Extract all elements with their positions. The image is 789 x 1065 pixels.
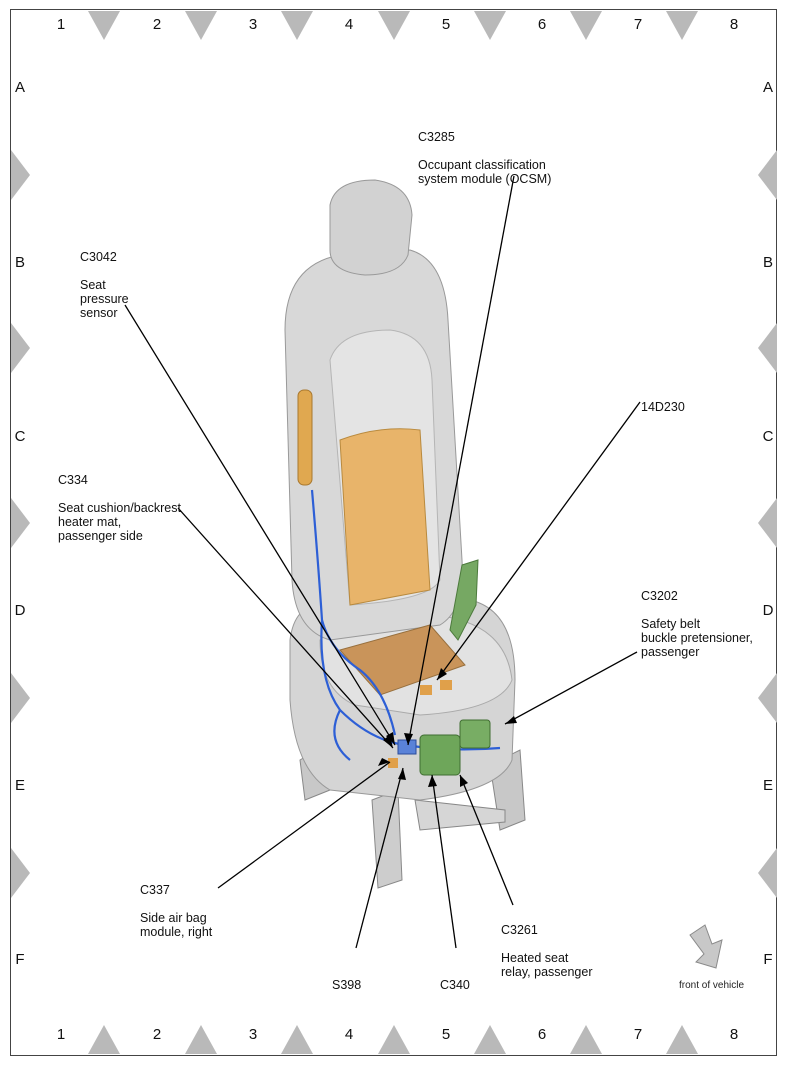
- callout-c3285: C3285 Occupant classification system mod…: [418, 116, 551, 200]
- leader-arrowheads: [378, 668, 517, 787]
- row-label: A: [14, 79, 25, 96]
- front-of-vehicle-arrow-icon: [689, 924, 723, 969]
- column-label: 2: [152, 16, 162, 33]
- column-label: 6: [537, 1026, 547, 1043]
- callout-code: S398: [332, 978, 362, 992]
- orange-connector-1: [388, 758, 398, 768]
- callout-c3261: C3261 Heated seat relay, passenger: [501, 909, 593, 993]
- seat-crossbar: [414, 799, 506, 831]
- column-label: 1: [56, 1026, 66, 1043]
- column-label: 8: [729, 16, 739, 33]
- column-label: 8: [729, 1026, 739, 1043]
- row-label: F: [763, 951, 773, 968]
- column-label: 5: [441, 16, 451, 33]
- leader-lines: [124, 175, 641, 949]
- callout-code: C3202: [641, 589, 678, 603]
- row-label: F: [15, 951, 25, 968]
- callout-c340: C340: [440, 964, 470, 1006]
- callout-description: Occupant classification system module (O…: [418, 158, 552, 186]
- callout-c3042: C3042 Seat pressure sensor: [80, 236, 129, 334]
- row-label: C: [14, 428, 26, 445]
- callout-code: C334: [58, 473, 88, 487]
- seat-leg-front: [371, 789, 403, 889]
- callout-description: Heated seat relay, passenger: [501, 951, 593, 979]
- row-label: D: [14, 602, 26, 619]
- callout-description: Side air bag module, right: [140, 911, 213, 939]
- top-grid-markers: [88, 11, 698, 40]
- safety-belt-buckle: [449, 559, 479, 641]
- row-label: A: [762, 79, 773, 96]
- row-label: D: [762, 602, 774, 619]
- right-grid-markers: [758, 150, 777, 898]
- callout-c334: C334 Seat cushion/backrest heater mat, p…: [58, 459, 181, 557]
- row-label: C: [762, 428, 774, 445]
- seat-headrest: [329, 179, 413, 276]
- left-grid-markers: [11, 150, 30, 898]
- row-label: E: [14, 777, 25, 794]
- orange-connector-3: [440, 680, 452, 690]
- column-label: 7: [633, 1026, 643, 1043]
- column-label: 4: [344, 1026, 354, 1043]
- callout-code: C3261: [501, 923, 538, 937]
- row-label: B: [14, 254, 25, 271]
- callout-code: C3285: [418, 130, 455, 144]
- column-label: 7: [633, 16, 643, 33]
- callout-description: Seat pressure sensor: [80, 278, 129, 320]
- callout-code: C337: [140, 883, 170, 897]
- callout-c337: C337 Side air bag module, right: [140, 869, 212, 953]
- column-label: 1: [56, 16, 66, 33]
- callout-description: Safety belt buckle pretensioner, passeng…: [641, 617, 753, 659]
- column-label: 5: [441, 1026, 451, 1043]
- callout-14d230: 14D230: [641, 386, 685, 428]
- callout-code: 14D230: [641, 400, 685, 414]
- row-label: E: [762, 777, 773, 794]
- column-label: 3: [248, 1026, 258, 1043]
- callout-code: C340: [440, 978, 470, 992]
- relay-block: [459, 719, 491, 749]
- heater-mat-backrest: [339, 428, 431, 606]
- connector-cluster: [419, 734, 461, 776]
- row-label: B: [762, 254, 773, 271]
- column-label: 3: [248, 16, 258, 33]
- front-of-vehicle-label: front of vehicle: [679, 980, 745, 991]
- heater-mat-cushion: [339, 624, 466, 696]
- column-label: 4: [344, 16, 354, 33]
- orange-connector-2: [420, 685, 432, 695]
- callout-code: C3042: [80, 250, 117, 264]
- side-air-bag: [297, 389, 313, 486]
- column-label: 6: [537, 16, 547, 33]
- ocsm-connector: [397, 739, 417, 755]
- callout-c3202: C3202 Safety belt buckle pretensioner, p…: [641, 575, 753, 673]
- column-label: 2: [152, 1026, 162, 1043]
- callout-description: Seat cushion/backrest heater mat, passen…: [58, 501, 181, 543]
- bottom-grid-markers: [88, 1025, 698, 1054]
- seat-illustration: [284, 179, 526, 889]
- callout-s398: S398: [332, 964, 361, 1006]
